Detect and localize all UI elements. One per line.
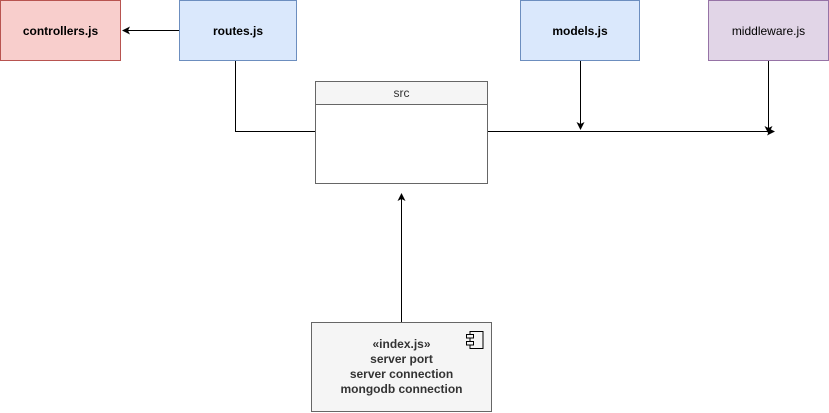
routes-node[interactable]: routes.js xyxy=(179,0,297,61)
controllers-node[interactable]: controllers.js xyxy=(0,0,121,61)
component-icon xyxy=(466,331,484,349)
controllers-label: controllers.js xyxy=(22,23,99,38)
middleware-label: middleware.js xyxy=(731,23,806,38)
src-header: src xyxy=(316,82,487,105)
index-line-server-port: server port xyxy=(370,352,433,366)
index-line-server-connection: server connection xyxy=(349,367,454,381)
index-component-node[interactable]: «index.js» server port server connection… xyxy=(311,322,492,412)
models-label: models.js xyxy=(552,23,608,38)
src-label: src xyxy=(393,86,410,100)
src-package-node[interactable]: src xyxy=(315,81,488,184)
models-node[interactable]: models.js xyxy=(520,0,640,61)
index-stereotype: «index.js» xyxy=(372,337,431,351)
middleware-node[interactable]: middleware.js xyxy=(708,0,829,61)
edge-routes-to-junction xyxy=(235,61,315,132)
index-line-mongodb-connection: mongodb connection xyxy=(340,382,463,396)
routes-label: routes.js xyxy=(212,23,263,38)
